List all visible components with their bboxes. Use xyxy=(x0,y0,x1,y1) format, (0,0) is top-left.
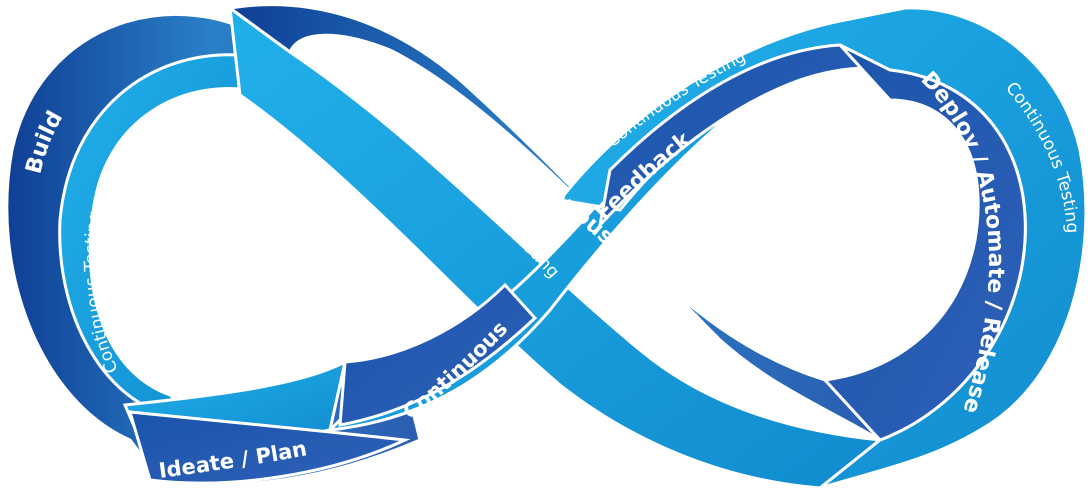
crossing-ci-band xyxy=(226,3,882,442)
crossing-up-band xyxy=(325,43,846,432)
left-loop xyxy=(5,12,422,486)
right-loop xyxy=(557,6,1088,490)
